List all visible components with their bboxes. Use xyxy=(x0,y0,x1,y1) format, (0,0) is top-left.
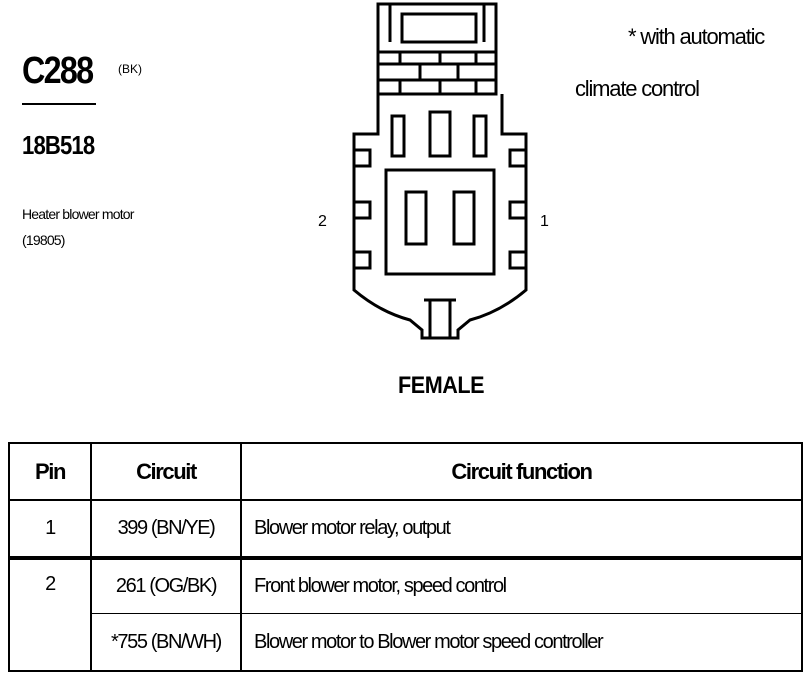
table-header-row: Pin Circuit Circuit function xyxy=(8,442,803,501)
cell-function: Blower motor to Blower motor speed contr… xyxy=(240,613,803,672)
header-function: Circuit function xyxy=(240,442,803,501)
side-tab xyxy=(508,148,528,168)
connector-description-ref: (19805) xyxy=(22,232,65,248)
connector-grip xyxy=(376,50,498,96)
table-row: 2 261 (OG/BK) Front blower motor, speed … xyxy=(8,557,803,672)
table-row: 1 399 (BN/YE) Blower motor relay, output xyxy=(8,499,803,560)
cell-pin: 1 xyxy=(8,499,92,560)
connector-gender: FEMALE xyxy=(398,372,485,399)
connector-key xyxy=(472,114,488,158)
cell-function: Front blower motor, speed control xyxy=(240,557,803,614)
side-tab xyxy=(352,200,372,220)
side-tab xyxy=(508,250,528,270)
cell-circuit: *755 (BN/WH) xyxy=(90,613,242,672)
cell-function: Blower motor relay, output xyxy=(240,499,803,560)
side-tab xyxy=(352,148,372,168)
header-circuit: Circuit xyxy=(90,442,242,501)
connector-key xyxy=(390,114,406,158)
terminal-pin-1 xyxy=(452,190,476,246)
pinout-table: Pin Circuit Circuit function 1 399 (BN/Y… xyxy=(8,442,803,672)
cell-pin: 2 xyxy=(8,557,92,672)
side-tab xyxy=(508,200,528,220)
cell-circuit: 261 (OG/BK) xyxy=(90,557,242,614)
footnote-line-2: climate control xyxy=(575,76,700,101)
connector-face-diagram xyxy=(352,2,528,340)
connector-description: Heater blower motor xyxy=(22,206,134,222)
pin-label-right: 1 xyxy=(540,213,549,230)
connector-key xyxy=(428,110,452,158)
header-divider xyxy=(22,103,96,105)
connector-code: C288 xyxy=(22,50,94,92)
cell-circuit: 399 (BN/YE) xyxy=(90,499,242,560)
part-number: 18B518 xyxy=(22,130,95,160)
header-pin: Pin xyxy=(8,442,92,501)
side-tab xyxy=(352,250,372,270)
table-row: *755 (BN/WH) Blower motor to Blower moto… xyxy=(9,613,803,672)
connector-body xyxy=(352,94,528,340)
connector-latch-slot xyxy=(400,12,478,44)
terminal-cavity xyxy=(384,168,496,276)
pin-label-left: 2 xyxy=(318,213,327,230)
footnote-line-1: * with automatic xyxy=(628,24,765,49)
connector-color-code: (BK) xyxy=(118,62,142,76)
terminal-pin-2 xyxy=(404,190,428,246)
connector-latch xyxy=(376,2,498,54)
